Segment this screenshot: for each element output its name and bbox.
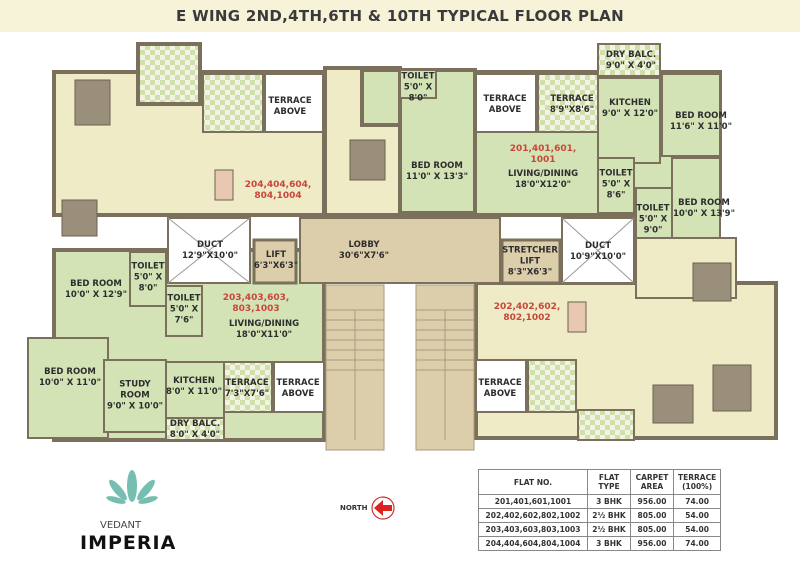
cell: 956.00 <box>630 494 674 509</box>
cell: 74.00 <box>672 494 722 509</box>
flat-204-number: 204,404,604,804,1004 <box>244 180 312 201</box>
staircase-left <box>325 284 385 451</box>
dining-table-icon <box>214 169 234 201</box>
flat-area-table: FLAT NO. FLAT TYPE CARPET AREA TERRACE (… <box>478 469 722 551</box>
staircase-right <box>415 284 475 451</box>
title-bar: E WING 2ND,4TH,6TH & 10TH TYPICAL FLOOR … <box>0 0 800 32</box>
stretcher-lift-shaft <box>500 238 562 285</box>
bed-icon <box>74 79 111 126</box>
cell: 74.00 <box>672 536 722 551</box>
cell: 3 BHK <box>587 494 631 509</box>
flat-202-number: 202,402,602,802,1002 <box>493 302 561 323</box>
flat-204-terrace <box>202 73 264 133</box>
cell: 2½ BHK <box>587 508 631 523</box>
cell: 956.00 <box>630 536 674 551</box>
cell: 203,403,603,803,1003 <box>478 522 588 537</box>
cell: 54.00 <box>672 522 722 537</box>
bed-icon <box>712 364 752 412</box>
flat-201-number: 201,401,601,1001 <box>509 144 577 165</box>
cell: 54.00 <box>672 508 722 523</box>
cell: 2½ BHK <box>587 522 631 537</box>
bed-icon <box>349 139 386 181</box>
leaf-logo-icon <box>106 470 158 504</box>
table-header-row: FLAT NO. FLAT TYPE CARPET AREA TERRACE (… <box>478 469 722 495</box>
north-label: NORTH <box>340 504 368 512</box>
dining-table-icon <box>567 301 587 333</box>
bed-icon <box>692 262 732 302</box>
cell: 201,401,601,1001 <box>478 494 588 509</box>
flat-203-number: 203,403,603,803,1003 <box>222 293 290 314</box>
logo-line-2: IMPERIA <box>80 532 177 554</box>
bed-icon <box>652 384 694 424</box>
lobby-area <box>299 217 501 284</box>
cell: 202,402,602,802,1002 <box>478 508 588 523</box>
header-terrace: TERRACE (100%) <box>672 469 722 495</box>
header-carpet-area: CARPET AREA <box>630 469 674 495</box>
flat-201-dry-balcony: DRY BALC.9'0" X 4'0" <box>605 50 657 71</box>
flat-204-dry-balcony <box>136 42 202 106</box>
north-arrow-icon <box>370 496 395 520</box>
bed-icon <box>61 199 98 237</box>
header-flat-no: FLAT NO. <box>478 469 588 495</box>
flat-204-terrace-above <box>264 73 324 133</box>
plan-title: E WING 2ND,4TH,6TH & 10TH TYPICAL FLOOR … <box>176 7 624 25</box>
cell: 805.00 <box>630 522 674 537</box>
vedant-imperia-logo: VEDANT IMPERIA <box>70 468 190 558</box>
lift-shaft <box>252 238 298 285</box>
flat-203-dry-balcony: DRY BALC.8'0" X 4'0" <box>169 419 221 440</box>
logo-line-1: VEDANT <box>100 520 142 531</box>
north-indicator: NORTH <box>340 496 395 520</box>
cell: 3 BHK <box>587 536 631 551</box>
cell: 204,404,604,804,1004 <box>478 536 588 551</box>
header-flat-type: FLAT TYPE <box>587 469 631 495</box>
cell: 805.00 <box>630 508 674 523</box>
